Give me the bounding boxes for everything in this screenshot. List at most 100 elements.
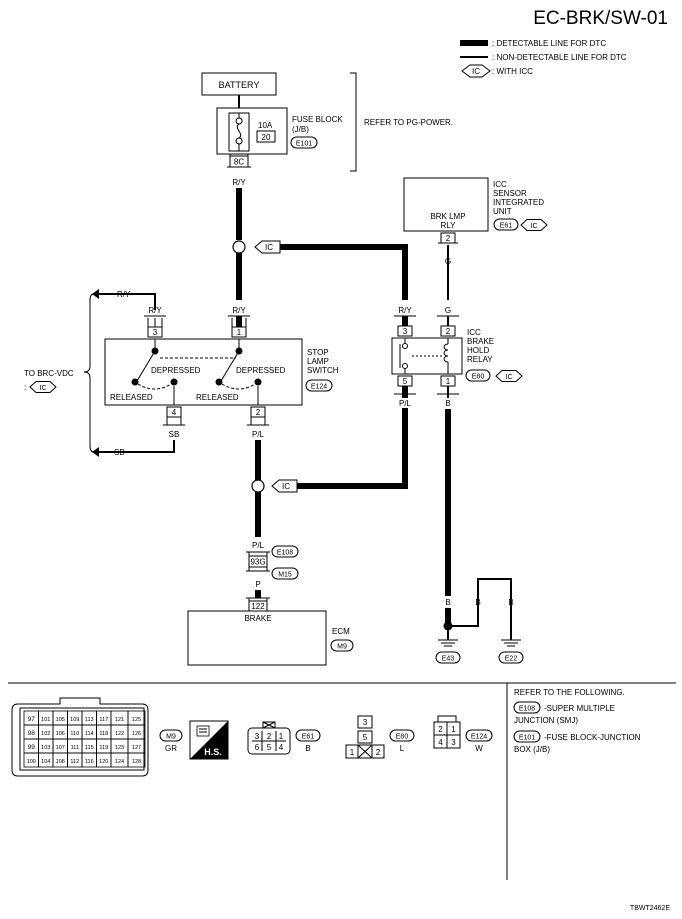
refer-e108-text-2: JUNCTION (SMJ) — [514, 716, 578, 725]
m9-pin-label: 128 — [132, 759, 141, 765]
relay-pin-2: 2 — [446, 327, 451, 336]
connector-e61-color: B — [305, 744, 310, 753]
relay-label-2: BRAKE — [467, 337, 494, 346]
m9-pin-label: 97 — [28, 716, 36, 723]
ecm-connector-badge: M9 — [330, 639, 354, 652]
icc-sensor-label-3: INTEGRATED — [493, 198, 544, 207]
junction-connector-top: E108 — [277, 550, 293, 557]
relay-pin-2-box — [440, 325, 456, 337]
connector-e61-badge: E61 — [295, 729, 321, 742]
wire-sb-branch — [98, 440, 175, 453]
fuse-connector-badge: E101 — [290, 136, 318, 149]
refer-e101-badge: E101 — [513, 730, 541, 743]
relay-box — [391, 337, 463, 375]
fuse-number-box — [256, 130, 276, 143]
splice-top — [232, 240, 246, 254]
relay-ic-text: IC — [506, 374, 513, 381]
icc-sensor-ic-text: IC — [531, 223, 538, 230]
relay-connector-badge: E80 IC — [465, 369, 523, 382]
m9-pin-label: 104 — [41, 759, 50, 765]
splice-top-ic-text: IC — [265, 243, 273, 252]
fuse-number: 20 — [262, 133, 271, 142]
fuse-block-box — [216, 107, 288, 155]
legend-ic-text: IC — [472, 67, 480, 76]
splice-bottom-ic-badge: IC — [271, 479, 298, 493]
ecm-box — [187, 610, 327, 666]
m9-pin-label: 111 — [71, 745, 79, 751]
e61-pin-4: 5 — [267, 743, 272, 752]
splice-top-ic-badge: IC — [254, 240, 281, 254]
legend-non-detectable: : NON-DETECTABLE LINE FOR DTC — [492, 53, 627, 62]
m9-pin-label: 103 — [41, 745, 50, 751]
wire-relay-to-splice — [293, 408, 408, 489]
refer-e101-text-1: -FUSE BLOCK-JUNCTION — [544, 733, 641, 742]
icc-sensor-label-4: UNIT — [493, 207, 512, 216]
sls-connector: E124 — [311, 384, 327, 391]
wire-label-pl-2: P/L — [399, 399, 412, 408]
m9-pin-label: 107 — [56, 745, 65, 751]
legend-detectable: : DETECTABLE LINE FOR DTC — [492, 39, 606, 48]
junction-connector-bottom: M15 — [278, 572, 292, 579]
sls-left-depressed: DEPRESSED — [151, 366, 201, 375]
wire-label-g-1: G — [445, 257, 451, 266]
diagram-code: TBWT2462E — [630, 905, 670, 912]
page-title: EC-BRK/SW-01 — [533, 8, 668, 29]
connector-m9-name: M9 — [166, 734, 176, 741]
m9-pin-label: 110 — [70, 731, 79, 737]
sls-right-released: RELEASED — [196, 393, 239, 402]
refer-e101-text-2: BOX (J/B) — [514, 745, 550, 754]
m9-pin-label: 119 — [99, 745, 108, 751]
e124-pin-1: 1 — [451, 725, 456, 734]
connector-e124-name: E124 — [471, 734, 487, 741]
connector-e80-color: L — [400, 744, 405, 753]
wire-label-b-1: B — [445, 399, 450, 408]
wire-label-g-2: G — [445, 306, 451, 315]
wire-ground-link — [448, 578, 512, 640]
icc-sensor-connector: E61 — [500, 223, 513, 230]
e61-pin-2: 1 — [279, 732, 284, 741]
wire-ry-branch — [98, 293, 156, 310]
m9-pin-label: 112 — [70, 759, 79, 765]
harness-side-icon: H.S. — [189, 720, 229, 760]
m9-pin-cell — [127, 752, 146, 768]
icc-sensor-terminal: 2 — [446, 234, 451, 243]
connector-e80-badge: E80 — [389, 729, 415, 742]
refer-heading: REFER TO THE FOLLOWING. — [514, 688, 625, 697]
relay-coil-icon — [443, 343, 449, 363]
ground-e43: E43 — [442, 656, 455, 663]
fuse-refer-label: REFER TO PG-POWER. — [364, 118, 453, 127]
fuse-bracket — [350, 72, 357, 172]
relay-label-3: HOLD — [467, 346, 489, 355]
m9-pin-label: 109 — [70, 717, 79, 723]
e124-pin-0: 2 — [438, 725, 443, 734]
e80-pin-0: 3 — [363, 718, 368, 727]
m9-pin-label: 122 — [115, 731, 124, 737]
relay-label-1: ICC — [467, 328, 481, 337]
refer-e108-badge: E108 — [513, 701, 541, 714]
wire-label-pl-3: P/L — [252, 541, 265, 550]
fuse-block-label-2: (J/B) — [292, 125, 309, 134]
wire-label-ry-4: R/Y — [398, 306, 412, 315]
brc-vdc-label: TO BRC-VDC — [24, 369, 74, 378]
ground-e22-icon — [501, 639, 521, 647]
connector-e124: 2 1 4 3 — [433, 715, 461, 749]
m9-pin-label: 114 — [85, 731, 94, 737]
refer-e108-name: E108 — [519, 706, 535, 713]
m9-pin-label: 126 — [132, 731, 141, 737]
ecm-connector: M9 — [337, 644, 347, 651]
m9-pin-label: 117 — [99, 717, 108, 723]
m9-pin-label: 113 — [85, 717, 94, 723]
m9-pin-label: 123 — [115, 745, 124, 751]
hs-label: H.S. — [204, 747, 222, 757]
wire-label-pl-1: P/L — [252, 430, 265, 439]
ground-e22-badge: E22 — [498, 651, 524, 664]
wire-splice-to-relay — [274, 244, 408, 300]
ground-e43-badge: E43 — [435, 651, 461, 664]
icc-sensor-label-2: SENSOR — [493, 189, 527, 198]
relay-connector: E80 — [472, 374, 485, 381]
relay-pin-5: 5 — [403, 377, 408, 386]
connector-e61: 3 2 1 6 5 4 — [247, 721, 291, 755]
wire-label-sb-1: SB — [169, 430, 180, 439]
e80-pin-1: 5 — [363, 733, 368, 742]
sls-pin-4-box — [166, 406, 182, 418]
